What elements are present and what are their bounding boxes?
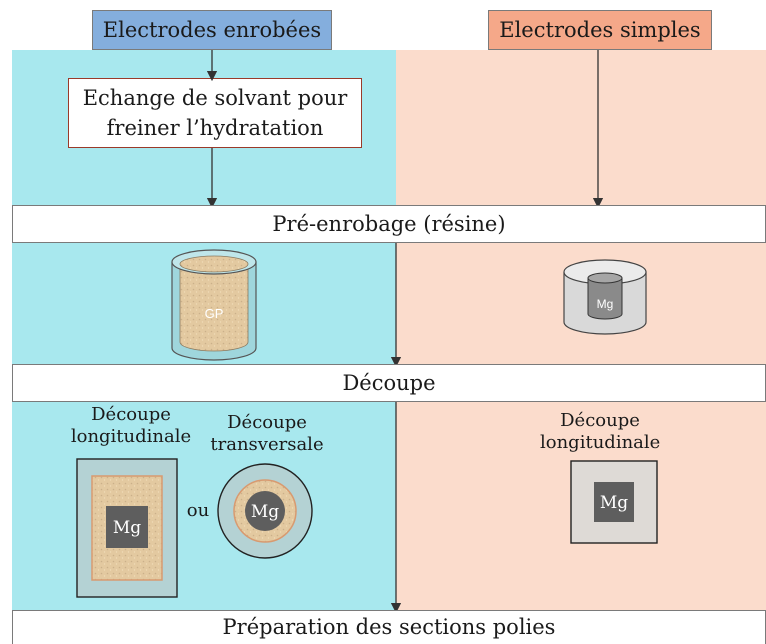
transverse-cut-label: Découpe transversale: [210, 412, 324, 455]
band-pre-coating: Pré-enrobage (résine): [12, 205, 766, 243]
mg-label-transverse: Mg: [251, 502, 279, 522]
or-label: ou: [186, 500, 210, 521]
header-coated-electrodes: Electrodes enrobées: [92, 10, 332, 50]
mg-label-cylinder: Mg: [597, 297, 614, 311]
right-panel-background: [396, 50, 766, 644]
mg-label-simple: Mg: [600, 493, 628, 513]
gp-label: GP: [205, 306, 224, 321]
mg-label-longitudinal: Mg: [113, 518, 141, 538]
simple-electrode-cylinder: Mg: [563, 259, 647, 335]
solvent-exchange-box: Echange de solvant pour freiner l’hydrat…: [68, 78, 362, 148]
band-cutting: Découpe: [12, 364, 766, 402]
header-simple-electrodes: Electrodes simples: [488, 10, 712, 50]
simple-section: Mg: [570, 460, 658, 544]
solvent-exchange-line2: freiner l’hydratation: [106, 116, 324, 140]
coated-electrode-cylinder: GP: [171, 249, 257, 361]
longitudinal-cut-label: Découpe longitudinale: [70, 404, 192, 447]
longitudinal-coated-section: Mg: [76, 458, 178, 598]
transverse-coated-section: Mg: [217, 463, 313, 559]
band-polishing: Préparation des sections polies: [12, 610, 766, 644]
right-longitudinal-cut-label: Découpe longitudinale: [540, 410, 661, 453]
solvent-exchange-line1: Echange de solvant pour: [82, 86, 348, 110]
